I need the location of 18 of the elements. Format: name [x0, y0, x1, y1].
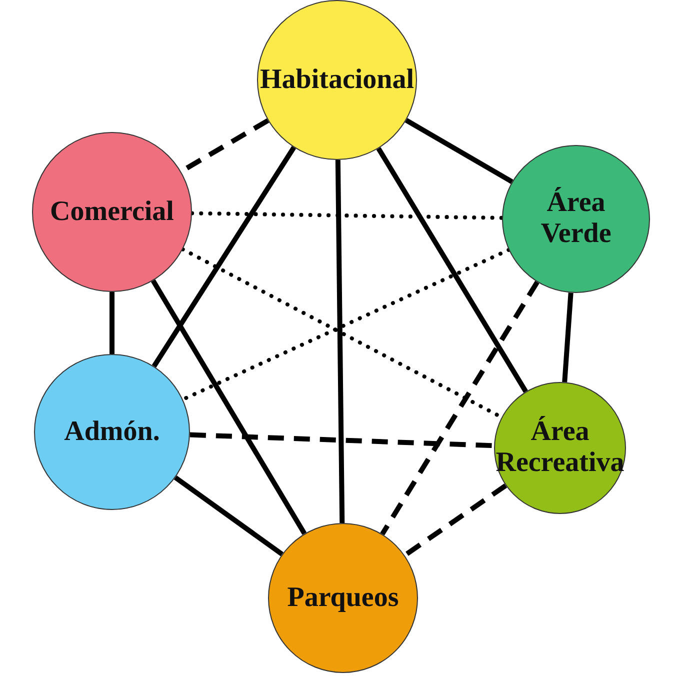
connector-line	[403, 483, 508, 558]
node-label: Parqueos	[287, 582, 399, 614]
connector-line	[190, 211, 504, 220]
node-label: Área Recreativa	[496, 417, 624, 479]
connector-line	[110, 292, 114, 354]
connector-line	[380, 280, 540, 536]
connector-line	[150, 279, 307, 535]
connector-line	[562, 292, 574, 382]
node-label: Admón.	[64, 416, 160, 448]
connector-line	[152, 146, 296, 368]
connector-line	[376, 147, 528, 393]
node-label: Comercial	[50, 196, 174, 228]
connector-line	[335, 160, 345, 524]
node-label: Área Verde	[540, 188, 612, 250]
connector-line	[174, 475, 284, 556]
connector-line	[190, 432, 494, 448]
connector-line	[404, 118, 514, 184]
node-label: Habitacional	[260, 64, 414, 96]
